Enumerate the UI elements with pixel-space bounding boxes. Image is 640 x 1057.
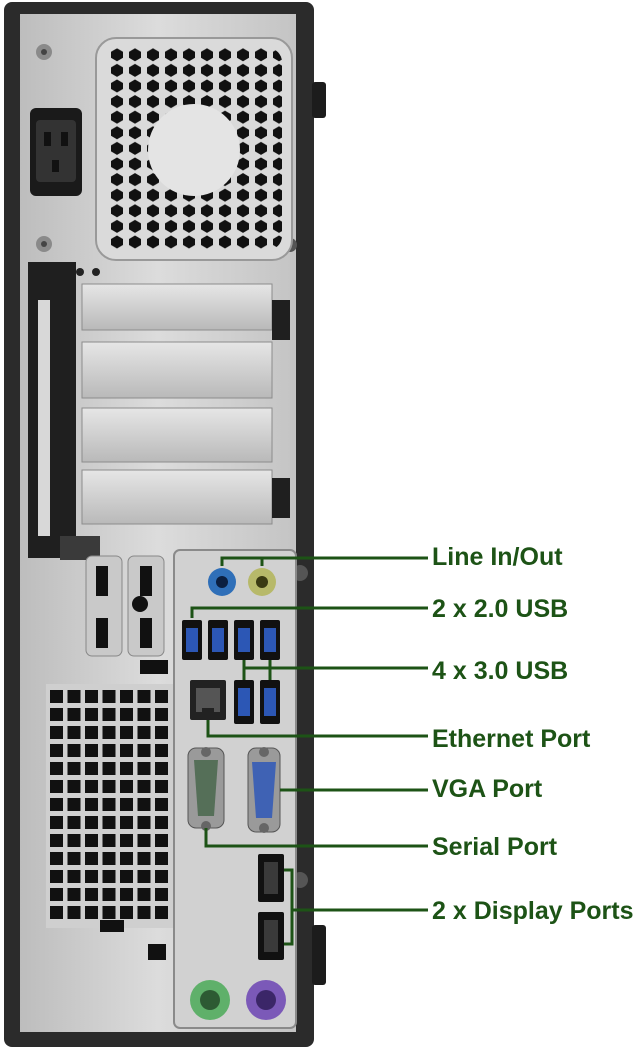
ethernet-port (190, 680, 226, 720)
power-inlet (30, 108, 82, 196)
fan-grille (95, 37, 293, 261)
vent-grid (46, 684, 174, 928)
usb3-ports (234, 620, 280, 724)
label-usb-2: 2 x 2.0 USB (432, 595, 569, 623)
vga-port (247, 747, 281, 833)
display-ports (258, 854, 284, 960)
label-usb-3: 4 x 3.0 USB (432, 657, 569, 685)
label-line-in-out: Line In/Out (432, 543, 563, 571)
label-display-ports: 2 x Display Ports (432, 897, 634, 925)
label-vga-port: VGA Port (432, 775, 543, 803)
callout-lines (190, 556, 428, 946)
usb2-ports (182, 620, 228, 660)
label-serial-port: Serial Port (432, 833, 558, 861)
audio-jacks (208, 568, 276, 596)
label-ethernet-port: Ethernet Port (432, 725, 591, 753)
expansion-slots (28, 262, 290, 560)
ps2-ports (190, 980, 286, 1020)
side-vents (85, 555, 168, 674)
serial-port (187, 747, 225, 831)
